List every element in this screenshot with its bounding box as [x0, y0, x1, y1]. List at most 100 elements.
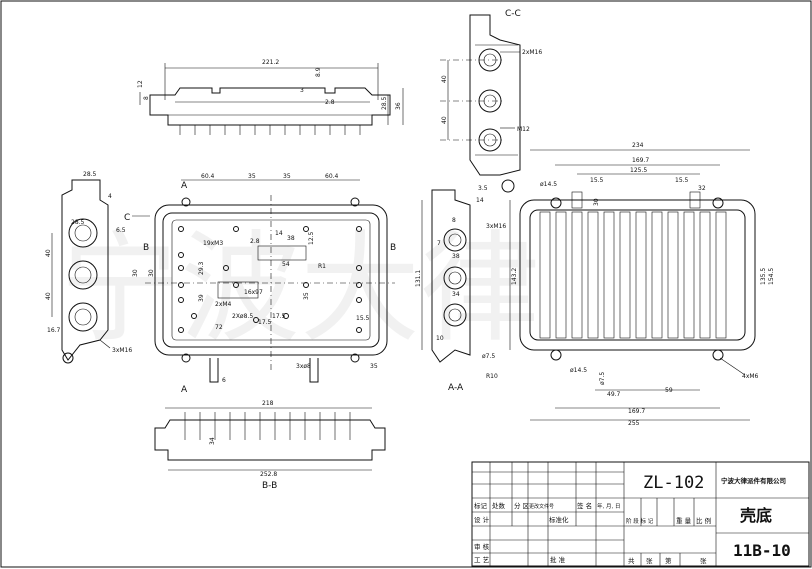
dim-front-54: 54 — [282, 261, 290, 268]
dim-left-28-5b: 28.5 — [71, 219, 85, 226]
tb-zone: 分 区 — [514, 501, 530, 510]
tb-approve: 批 准 — [550, 555, 566, 564]
dim-left-3m16: 3xM16 — [112, 347, 132, 354]
company-name: 宁波大律派件有限公司 — [721, 476, 786, 485]
dim-top-12: 12 — [137, 80, 144, 88]
dim-front-15-5: 15.5 — [356, 315, 370, 322]
label-b-b: B-B — [262, 481, 277, 491]
dim-right-49-7: 49.7 — [607, 391, 621, 398]
dim-right-135-5: 135.5 — [760, 268, 767, 285]
label-c-c: C-C — [505, 9, 521, 19]
dim-front-72: 72 — [215, 324, 223, 331]
dim-right-169-7b: 169.7 — [628, 408, 645, 415]
tb-standard: 标准化 — [549, 515, 569, 524]
dim-aa-38: 38 — [452, 253, 460, 260]
dim-aa-34: 34 — [452, 291, 460, 298]
dim-front-29-3: 29.3 — [198, 261, 205, 275]
dim-aa-10: 10 — [436, 335, 444, 342]
label-a-a: A-A — [448, 383, 464, 393]
dim-left-4: 4 — [108, 193, 112, 200]
dim-aa-3-5: 3.5 — [478, 185, 488, 192]
dim-top-36: 36 — [395, 102, 402, 110]
tb-count: 处数 — [492, 501, 506, 510]
part-name: 壳底 — [739, 506, 772, 525]
dim-right-32: 32 — [698, 185, 706, 192]
dim-bb-218: 218 — [262, 400, 274, 407]
dim-left-40b: 40 — [45, 292, 52, 300]
dim-front-30a: 30 — [132, 269, 139, 277]
tb-change-doc: 更改文件号 — [529, 503, 554, 510]
dim-right-255: 255 — [628, 420, 640, 427]
dim-left-28-5a: 28.5 — [83, 171, 97, 178]
dim-right-4xm6: 4xM6 — [742, 373, 759, 380]
dim-right-phi7-5: ø7.5 — [599, 372, 606, 385]
dim-right-169-7: 169.7 — [632, 157, 649, 164]
dim-front-17-5a: 17.5 — [258, 319, 272, 326]
tb-scale: 比 例 — [696, 516, 711, 525]
dim-bb-34: 34 — [209, 437, 216, 445]
dim-front-2m4: 2xM4 — [215, 301, 232, 308]
label-a-top: A — [181, 181, 188, 191]
dim-front-r1: R1 — [318, 263, 326, 270]
front-view: A A B B C 60.4 35 35 60.4 — [124, 173, 396, 395]
tb-review: 审 核 — [474, 542, 490, 551]
left-view: 28.5 4 28.5 6.5 40 40 16.7 3xM16 — [45, 171, 132, 364]
dim-right-125-5: 125.5 — [630, 167, 647, 174]
dim-right-234: 234 — [632, 142, 644, 149]
tb-date: 年, 月, 日 — [597, 502, 621, 510]
dim-front-60-4a: 60.4 — [201, 173, 215, 180]
dim-cc-40a: 40 — [441, 75, 448, 83]
watermark: 宁波大律 — [60, 220, 540, 359]
dim-front-2-8: 2.8 — [250, 238, 260, 245]
dim-front-35b: 35 — [283, 173, 291, 180]
dim-front-60-4b: 60.4 — [325, 173, 339, 180]
label-a-bottom: A — [181, 385, 188, 395]
dim-front-6: 6 — [222, 377, 226, 384]
dim-right-59: 59 — [665, 387, 673, 394]
dim-right-15-5b: 15.5 — [675, 177, 689, 184]
tb-sign: 签 名 — [577, 501, 592, 510]
tb-sheets2: 张 — [700, 556, 707, 565]
dim-cc-m12: M12 — [517, 126, 530, 133]
dim-right-154-5: 154.5 — [768, 268, 775, 285]
section-c-c-view: C-C 40 40 2xM16 M12 — [440, 9, 542, 193]
dim-front-38: 38 — [287, 235, 295, 242]
part-number: ZL-102 — [643, 473, 704, 493]
tb-mark: 标记 — [474, 501, 488, 510]
dim-right-phi14-5b: ø14.5 — [570, 367, 587, 374]
dim-bb-252-8: 252.8 — [260, 471, 277, 478]
tb-weight: 重 量 — [676, 517, 692, 525]
dim-top-3: 3 — [300, 87, 304, 94]
dim-left-40a: 40 — [45, 249, 52, 257]
dim-right-phi14-5a: ø14.5 — [540, 181, 557, 188]
dim-front-39: 39 — [198, 294, 205, 302]
tb-process: 工 艺 — [474, 556, 490, 564]
dim-top-width: 221.2 — [262, 59, 279, 66]
dim-aa-14: 14 — [476, 197, 484, 204]
section-b-b-view: 218 34 252.8 B-B — [154, 400, 386, 491]
dim-front-16x7: 16x97 — [244, 289, 263, 296]
dim-front-14: 14 — [275, 230, 283, 237]
dim-right-143-2: 143.2 — [511, 268, 518, 285]
dim-front-35c: 35 — [303, 292, 310, 300]
section-a-a-view: 3.5 14 8 3xM16 7 38 34 131.1 10 ø7.5 R10… — [415, 185, 506, 393]
dim-aa-r10: R10 — [486, 373, 498, 380]
dim-left-16-7: 16.7 — [47, 327, 61, 334]
dim-cc-2m16: 2xM16 — [522, 49, 542, 56]
right-view: 234 169.7 125.5 15.5 15.5 32 30 ø14.5 14… — [509, 142, 775, 427]
dim-right-30: 30 — [593, 198, 600, 206]
label-b-left: B — [143, 243, 149, 253]
tb-stage-mark: 阶 段 标 记 — [626, 517, 654, 525]
dim-right-15-5a: 15.5 — [590, 177, 604, 184]
dim-front-12-5: 12.5 — [308, 231, 315, 245]
dim-top-8: 8 — [143, 96, 150, 100]
label-b-right: B — [390, 243, 396, 253]
dim-front-2x8-5: 2Xø8.5 — [232, 313, 253, 320]
tb-design: 设 计 — [474, 515, 490, 524]
dim-front-30b: 30 — [148, 269, 155, 277]
label-c-arrow: C — [124, 213, 130, 223]
dim-top-8-9: 8.9 — [315, 67, 322, 77]
tb-no: 第 — [665, 556, 672, 565]
